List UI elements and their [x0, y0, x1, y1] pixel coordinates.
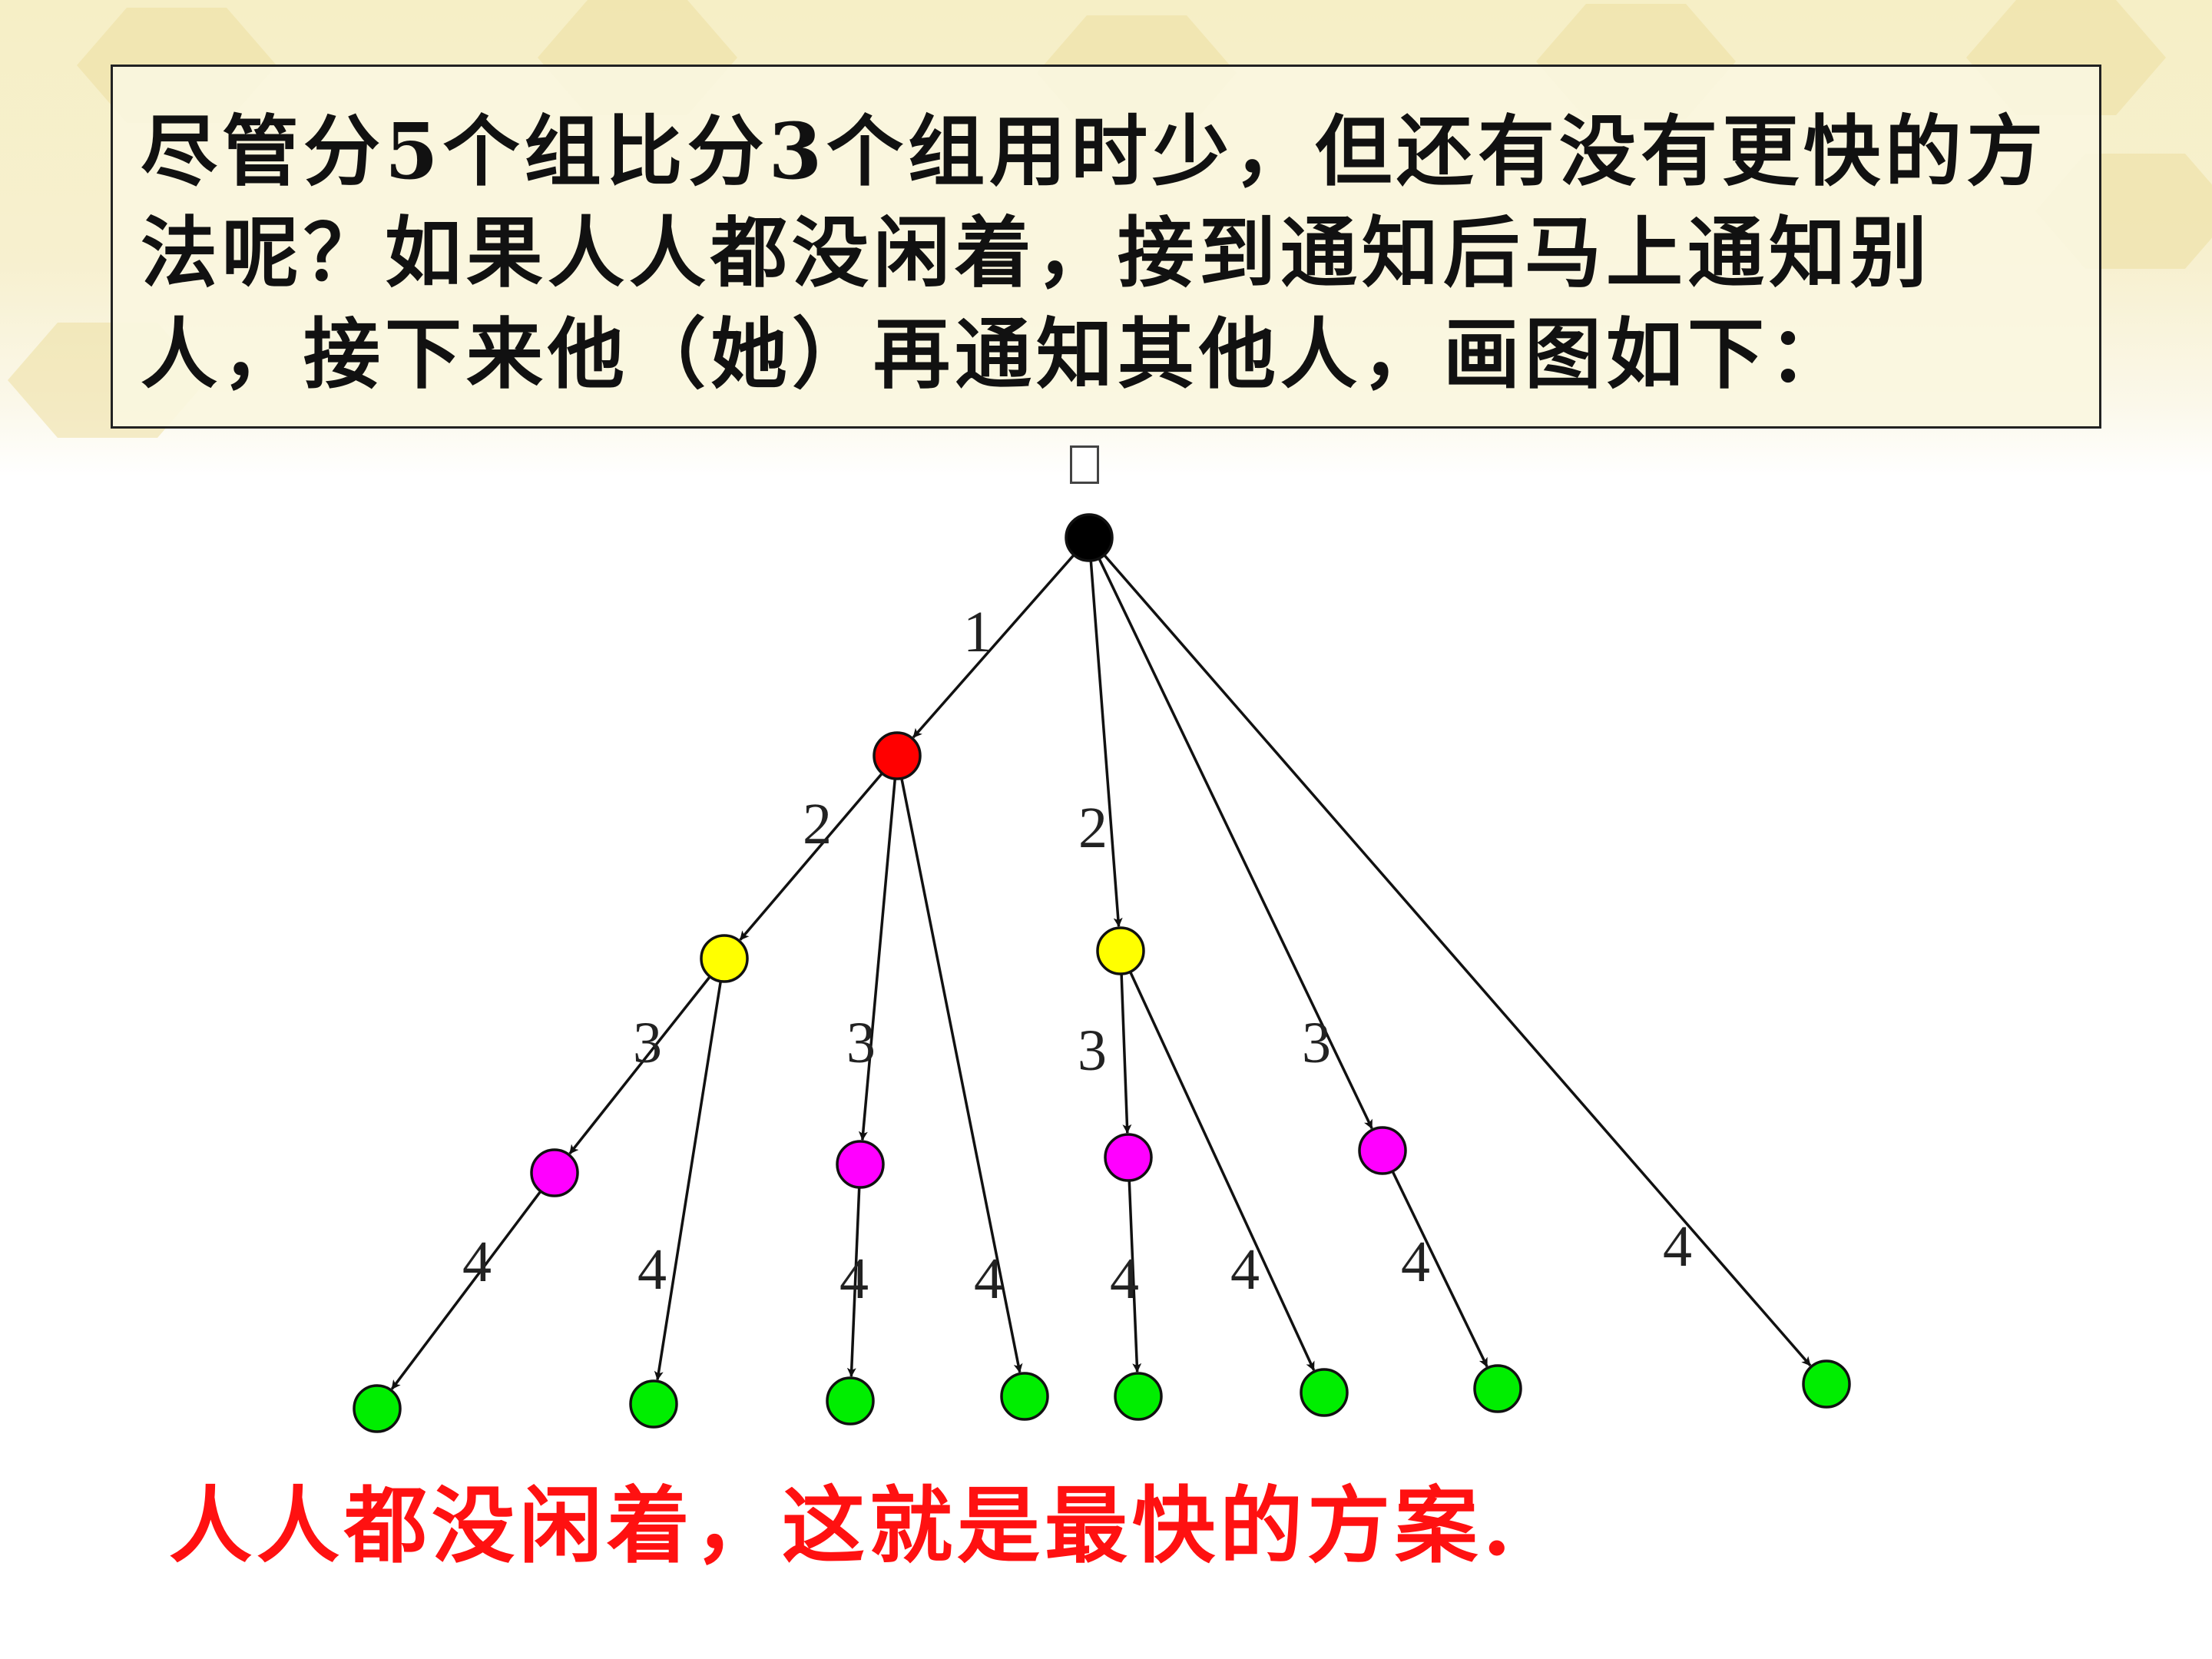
- tree-node-r1: [873, 731, 922, 780]
- edge-arrow-y1-g2: [654, 981, 723, 1381]
- edge-step-label: 4: [974, 1247, 1003, 1311]
- edge-arrow-y2-g6: [1128, 971, 1316, 1371]
- edge-arrow-r1-m2: [858, 778, 897, 1141]
- edge-step-label: 4: [839, 1247, 869, 1311]
- tree-node-y1: [700, 934, 749, 983]
- edge-step-label: 4: [1110, 1247, 1139, 1311]
- edge-step-label: 2: [1078, 796, 1108, 860]
- edge-arrow-root-r1: [912, 554, 1075, 739]
- tree-node-g2: [629, 1379, 678, 1429]
- tree-node-g7: [1473, 1364, 1522, 1413]
- edge-arrow-root-y2: [1089, 560, 1123, 928]
- edge-step-label: 3: [1078, 1018, 1107, 1083]
- edge-step-label: 4: [1401, 1230, 1430, 1294]
- edge-arrow-r1-y1: [739, 772, 883, 941]
- tree-node-g4: [1000, 1372, 1049, 1421]
- tree-node-m4: [1358, 1126, 1407, 1175]
- edge-step-label: 4: [1230, 1237, 1260, 1302]
- placeholder-glyph-box: [1070, 445, 1099, 484]
- tree-node-y2: [1096, 926, 1145, 975]
- question-textbox: 尽管分5个组比分3个组用时少，但还有没有更快的方法呢？如果人人都没闲着，接到通知…: [111, 65, 2101, 429]
- edge-step-label: 1: [963, 600, 992, 664]
- edge-arrow-m4-g7: [1391, 1171, 1488, 1368]
- tree-node-m1: [530, 1148, 579, 1197]
- tree-node-m3: [1104, 1133, 1153, 1182]
- edge-arrow-y2-m3: [1120, 973, 1132, 1134]
- tree-node-g6: [1300, 1368, 1349, 1417]
- edge-step-label: 3: [633, 1011, 662, 1075]
- edge-step-label: 3: [846, 1011, 876, 1075]
- edge-step-label: 3: [1302, 1011, 1331, 1075]
- tree-node-root: [1065, 513, 1114, 562]
- edge-step-label: 4: [1663, 1214, 1692, 1279]
- edge-arrow-r1-g4: [900, 778, 1023, 1373]
- edge-step-label: 4: [462, 1230, 492, 1294]
- edge-arrow-root-m4: [1098, 558, 1373, 1130]
- tree-node-g8: [1802, 1359, 1851, 1409]
- edge-step-label: 2: [803, 792, 832, 856]
- edge-arrow-m2-g3: [846, 1187, 861, 1378]
- edge-arrow-y1-m1: [568, 975, 711, 1155]
- tree-node-g5: [1114, 1372, 1163, 1421]
- edge-step-label: 4: [637, 1237, 667, 1302]
- tree-node-g1: [353, 1384, 402, 1433]
- edge-arrow-m3-g5: [1128, 1180, 1142, 1373]
- question-text: 尽管分5个组比分3个组用时少，但还有没有更快的方法呢？如果人人都没闲着，接到通知…: [141, 106, 2048, 399]
- edge-arrow-m1-g1: [390, 1190, 542, 1390]
- edge-arrow-root-g8: [1103, 554, 1812, 1367]
- tree-node-g3: [826, 1376, 875, 1426]
- tree-node-m2: [836, 1140, 885, 1189]
- conclusion-text: 人人都没闲着，这就是最快的方案.: [169, 1478, 1516, 1575]
